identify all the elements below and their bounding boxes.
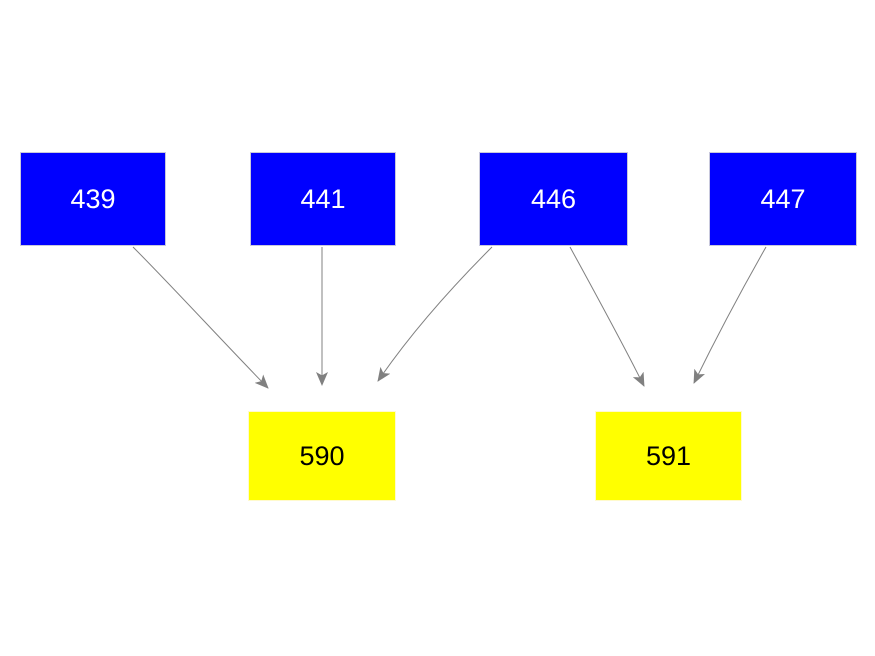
node-label-591: 591 [645,440,692,471]
node-label-447: 447 [760,183,806,214]
edge-446-to-590 [377,246,493,382]
node-439[interactable]: 439 [20,152,166,246]
node-446[interactable]: 446 [479,152,628,246]
node-591[interactable]: 591 [595,411,742,501]
node-590[interactable]: 590 [248,411,396,501]
node-label-590: 590 [299,440,345,471]
edge-446-to-591 [569,246,645,387]
edge-439-to-590 [132,246,269,389]
edges-group [132,246,767,389]
node-label-441: 441 [300,183,346,214]
node-447[interactable]: 447 [709,152,857,246]
node-label-446: 446 [530,183,577,214]
node-441[interactable]: 441 [250,152,396,246]
edge-447-to-591 [693,246,767,384]
node-label-439: 439 [70,183,116,214]
